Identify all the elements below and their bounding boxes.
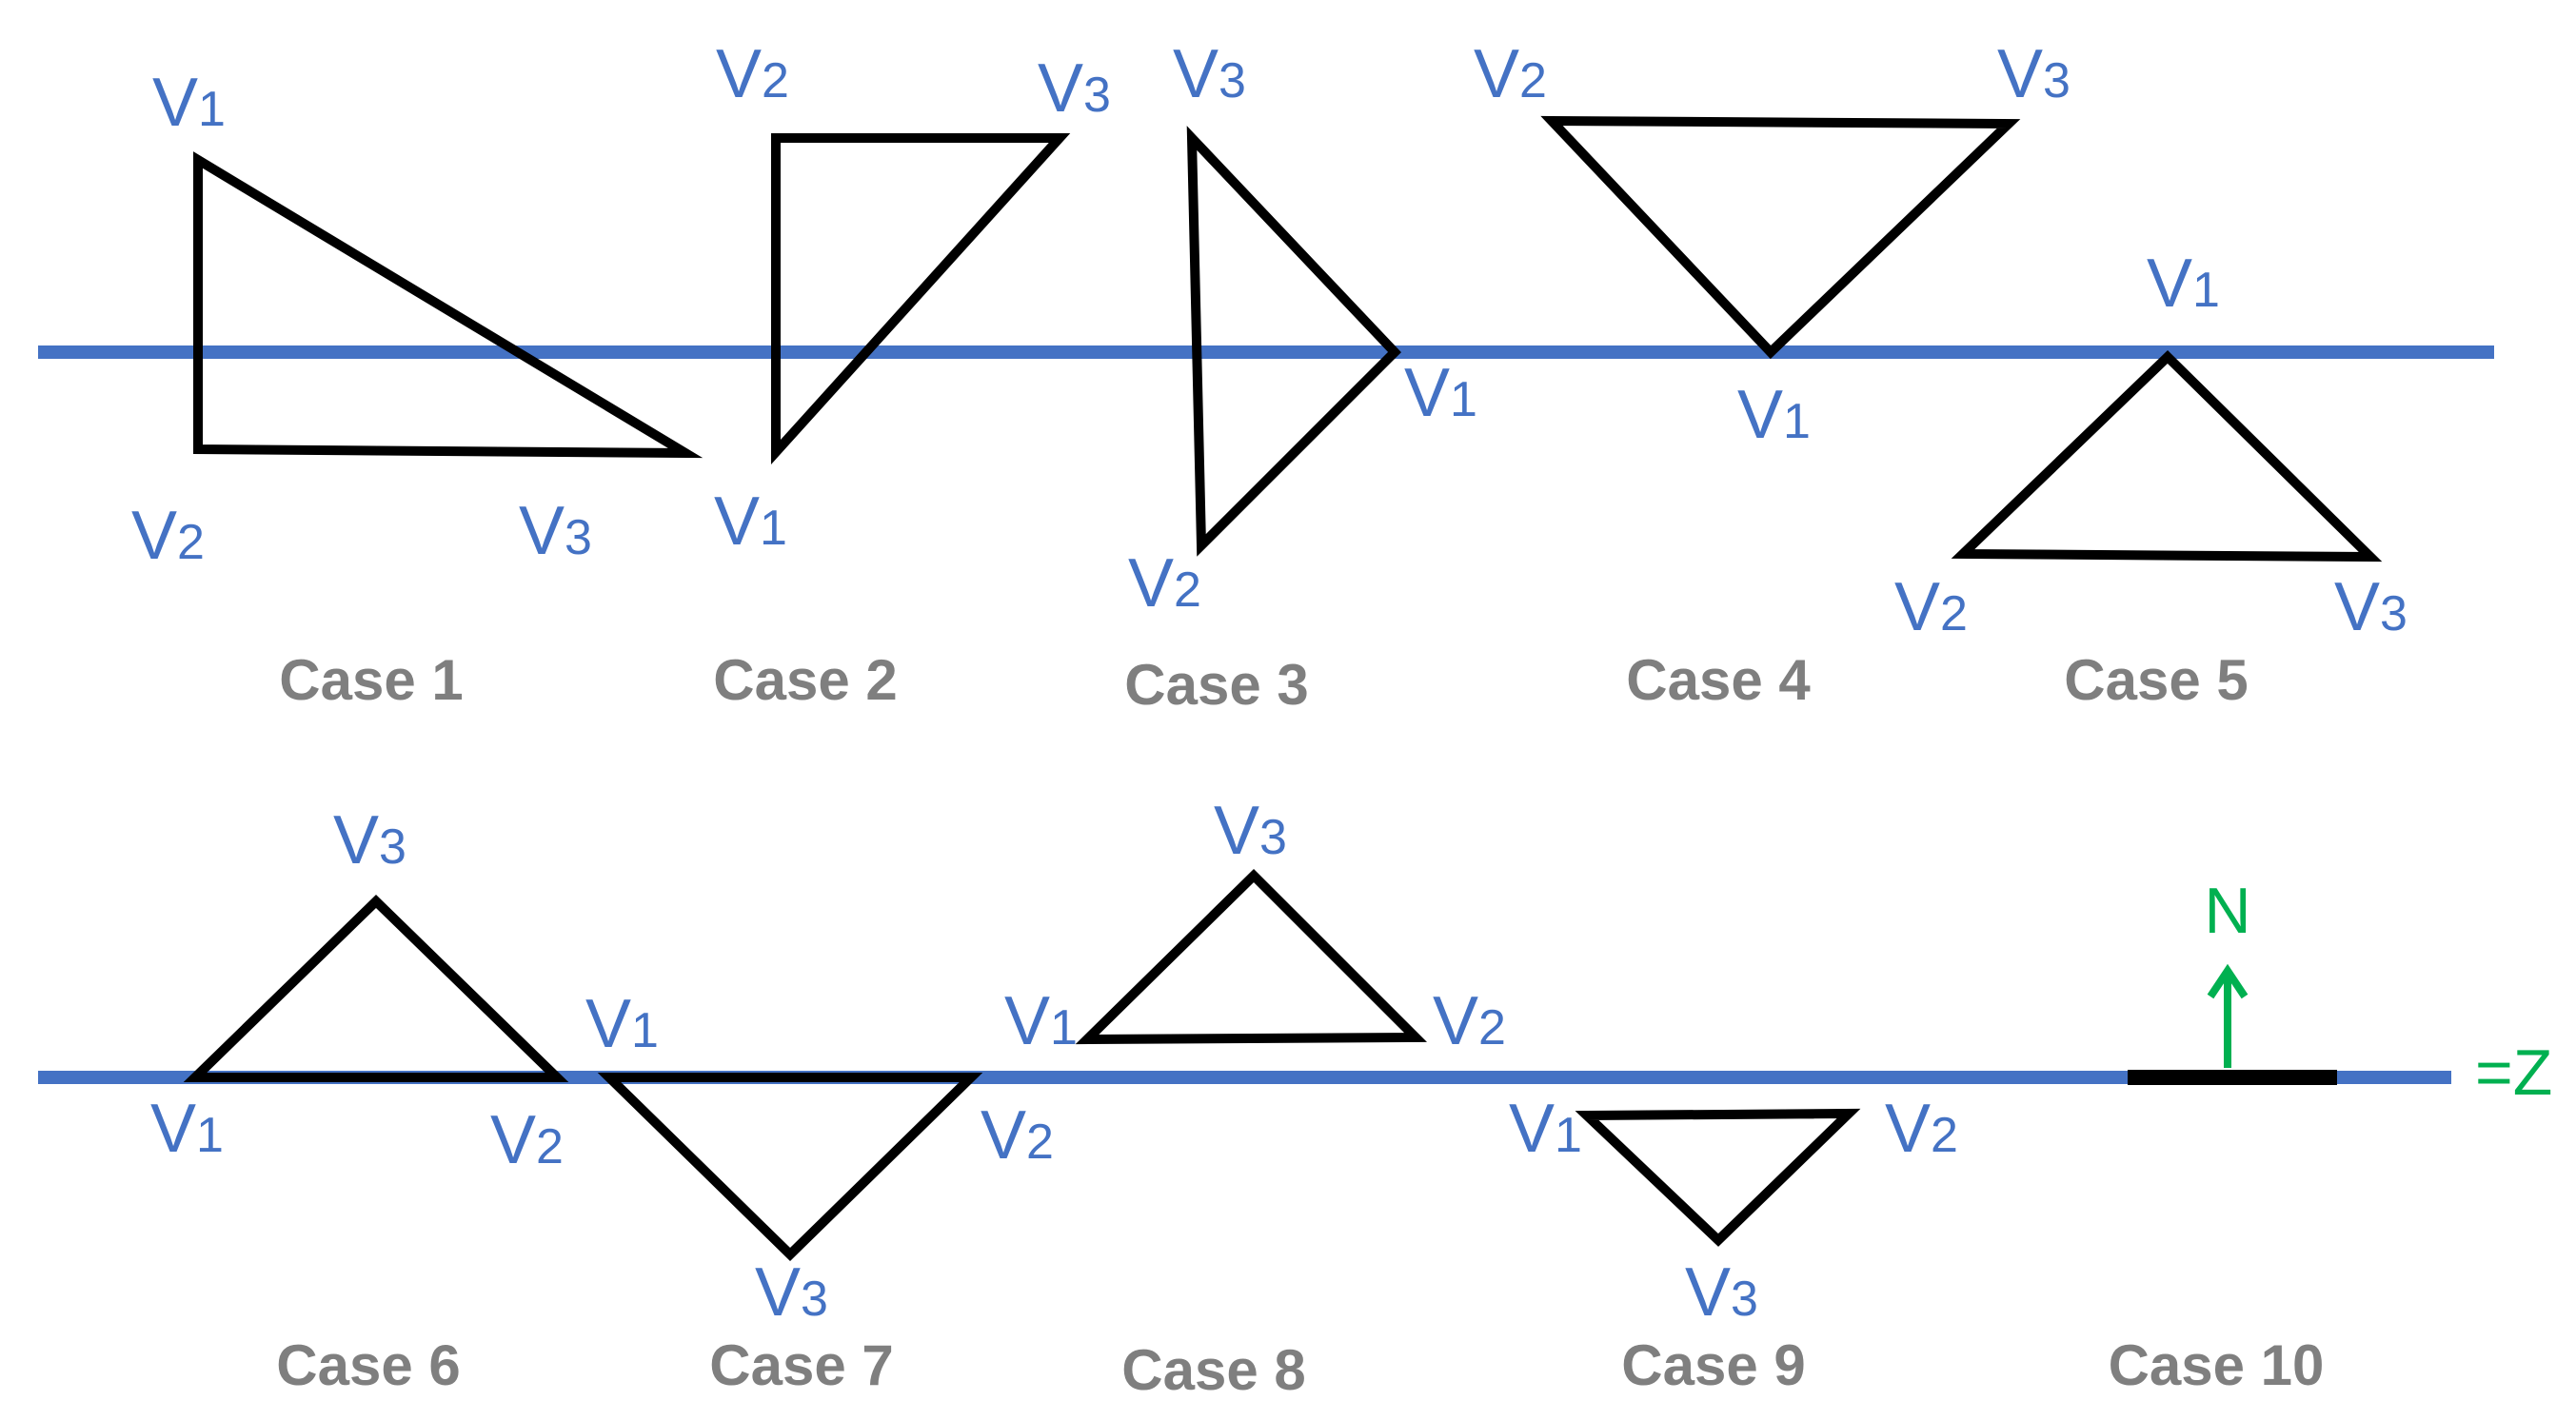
vertex-label-case-4-v2: V2 xyxy=(1474,36,1547,112)
vertex-label-case-7-v2: V2 xyxy=(981,1097,1054,1174)
case-label-7: Case 7 xyxy=(709,1333,893,1397)
vertex-label-case-4-v3: V3 xyxy=(1997,36,2071,112)
triangle-case-9 xyxy=(1575,1108,1861,1247)
normal-label: N xyxy=(2204,875,2250,947)
vertex-label-case-5-v3: V3 xyxy=(2334,569,2408,645)
vertex-label-case-1-v2: V2 xyxy=(131,498,205,574)
vertex-label-case-1-v3: V3 xyxy=(519,493,592,569)
vertex-label-case-8-v2: V2 xyxy=(1433,983,1506,1059)
plane-label: =Z xyxy=(2475,1036,2552,1109)
vertex-label-case-6-v2: V2 xyxy=(490,1102,564,1178)
triangle-case-1 xyxy=(193,151,703,459)
vertex-label-case-7-v3: V3 xyxy=(755,1254,828,1331)
case-label-8: Case 8 xyxy=(1121,1338,1305,1402)
vertex-label-case-3-v1: V1 xyxy=(1404,355,1477,431)
vertex-label-case-9-v3: V3 xyxy=(1685,1254,1758,1331)
triangle-case-7 xyxy=(597,1073,983,1261)
vertex-label-case-9-v2: V2 xyxy=(1885,1091,1958,1167)
vertex-label-case-5-v1: V1 xyxy=(2147,246,2220,322)
triangle-case-4 xyxy=(1540,115,2021,360)
vertex-label-case-2-v2: V2 xyxy=(716,36,789,112)
vertex-label-case-4-v1: V1 xyxy=(1737,377,1811,453)
triangle-case-2 xyxy=(771,133,1071,464)
triangle-case-3 xyxy=(1186,126,1401,557)
triangle-case-5 xyxy=(1951,350,2383,562)
vertex-label-case-3-v2: V2 xyxy=(1128,545,1201,622)
vertex-label-case-6-v3: V3 xyxy=(333,802,406,878)
case-label-3: Case 3 xyxy=(1124,653,1308,717)
case-label-10: Case 10 xyxy=(2109,1333,2325,1397)
triangle-case-6 xyxy=(183,895,569,1082)
vertex-label-case-3-v3: V3 xyxy=(1173,36,1246,112)
vertex-label-case-2-v3: V3 xyxy=(1038,50,1111,127)
vertex-label-case-6-v1: V1 xyxy=(150,1091,224,1167)
case-label-4: Case 4 xyxy=(1626,648,1811,712)
triangle-case-8 xyxy=(1075,868,1428,1045)
case-label-6: Case 6 xyxy=(276,1333,460,1397)
vertex-label-case-9-v1: V1 xyxy=(1509,1091,1582,1167)
vertex-label-case-8-v1: V1 xyxy=(1004,983,1078,1059)
vertex-label-case-8-v3: V3 xyxy=(1214,793,1287,869)
vertex-label-case-1-v1: V1 xyxy=(152,65,226,141)
vertex-label-case-7-v1: V1 xyxy=(585,986,659,1062)
case-label-9: Case 9 xyxy=(1621,1333,1805,1397)
vertex-label-case-5-v2: V2 xyxy=(1894,569,1968,645)
case-label-2: Case 2 xyxy=(713,648,897,712)
vertex-label-case-2-v1: V1 xyxy=(714,484,787,560)
case-label-1: Case 1 xyxy=(279,648,463,712)
normal-arrow xyxy=(2207,963,2249,1068)
case-label-5: Case 5 xyxy=(2064,648,2248,712)
